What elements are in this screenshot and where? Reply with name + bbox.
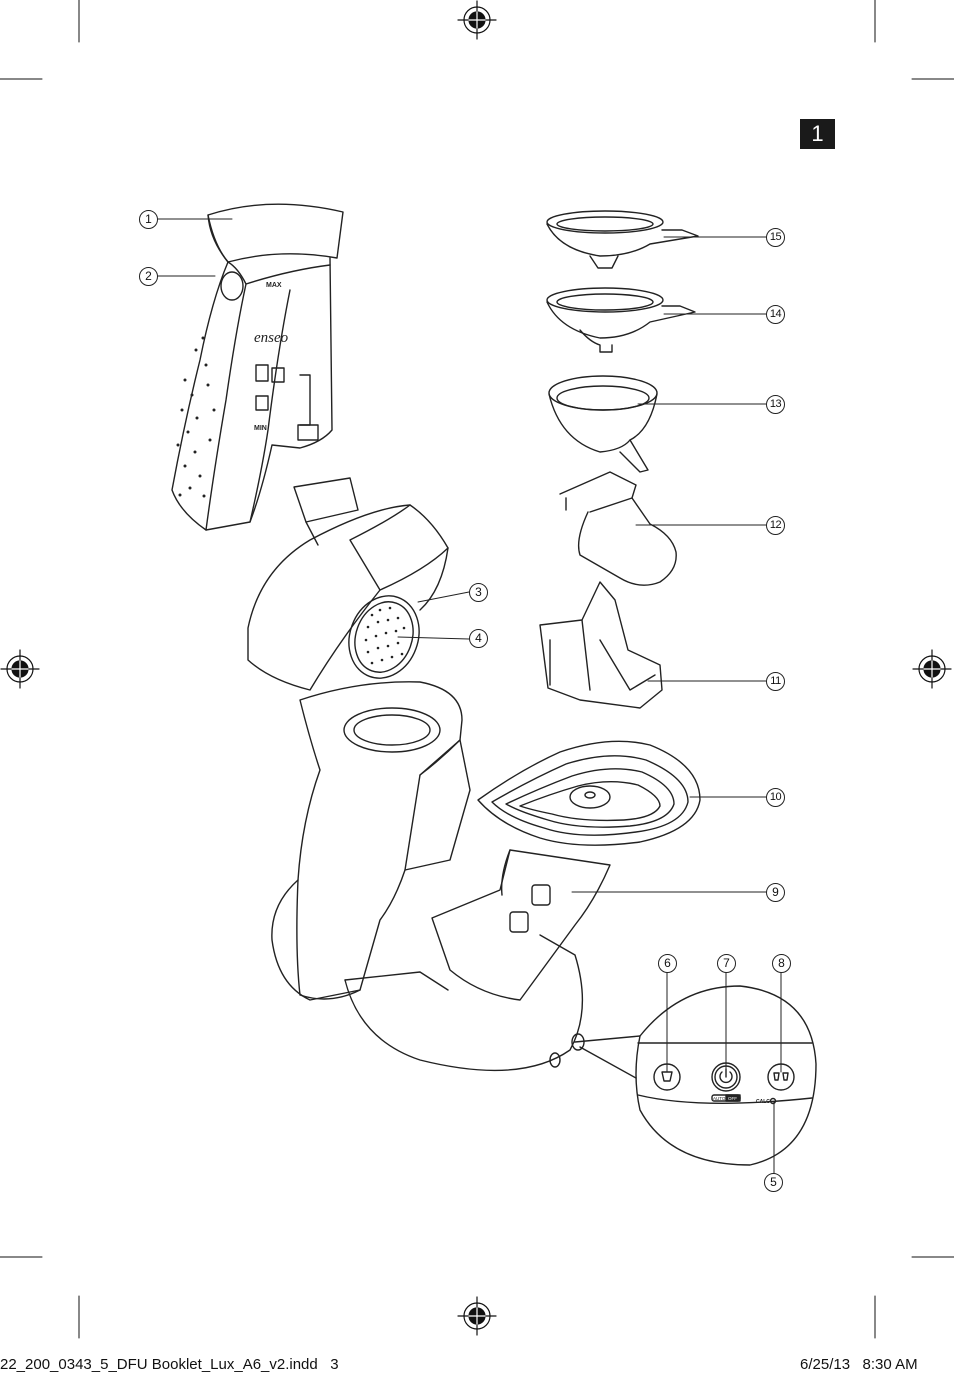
spreader-holes <box>364 606 406 665</box>
registration-mark-bottom <box>457 1296 497 1336</box>
calc-label: CALC <box>756 1099 770 1105</box>
registration-mark-right <box>912 649 952 689</box>
machine-body <box>271 681 585 1072</box>
callout-5: 5 <box>764 1173 783 1192</box>
max-label: MAX <box>266 282 282 289</box>
leader-lines <box>156 218 782 1174</box>
callout-7: 7 <box>717 954 736 973</box>
callout-11: 11 <box>766 672 785 691</box>
drip-tray <box>477 740 701 846</box>
coffee-spout <box>559 471 677 586</box>
auto-label: AUTO <box>713 1096 726 1101</box>
min-label: MIN <box>254 425 267 432</box>
footer-file-name: 22_200_0343_5_DFU Booklet_Lux_A6_v2.indd… <box>0 1356 339 1373</box>
brand-label: enseo <box>254 330 289 346</box>
callout-10: 10 <box>766 788 785 807</box>
callout-8: 8 <box>772 954 791 973</box>
control-panel-detail: AUTO OFF CALC <box>574 985 817 1166</box>
water-reservoir: MAX MIN enseo <box>171 203 344 531</box>
off-label: OFF <box>728 1096 737 1101</box>
pad-holder-14 <box>546 287 696 353</box>
drip-tray-support <box>431 849 611 1001</box>
pad-holder-13 <box>548 375 658 473</box>
page-number-badge: 1 <box>800 119 835 149</box>
callout-4: 4 <box>469 629 488 648</box>
crop-marks <box>0 0 954 1339</box>
footer-timestamp: 6/25/13 8:30 AM <box>800 1356 918 1373</box>
reservoir-dots <box>176 336 216 498</box>
callout-12: 12 <box>766 516 785 535</box>
callout-3: 3 <box>469 583 488 602</box>
callout-9: 9 <box>766 883 785 902</box>
pad-holder-15 <box>546 210 699 269</box>
callout-14: 14 <box>766 305 785 324</box>
registration-mark-top <box>457 0 497 40</box>
callout-13: 13 <box>766 395 785 414</box>
callout-15: 15 <box>766 228 785 247</box>
callout-6: 6 <box>658 954 677 973</box>
registration-mark-left <box>0 649 40 689</box>
pad-holder-support <box>539 581 663 709</box>
callout-1: 1 <box>139 210 158 229</box>
callout-2: 2 <box>139 267 158 286</box>
lid-assembly <box>247 477 449 691</box>
